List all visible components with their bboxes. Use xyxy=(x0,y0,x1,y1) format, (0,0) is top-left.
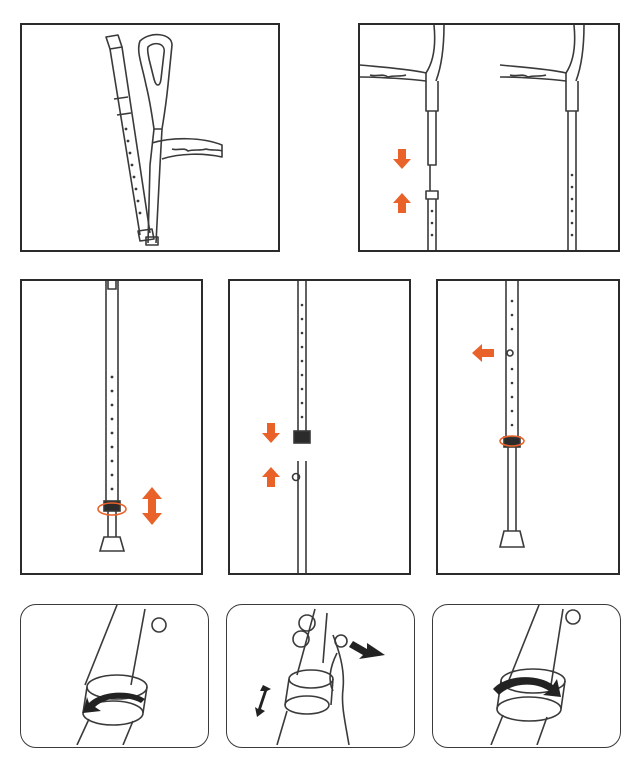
crutch-assembly-icon xyxy=(360,25,585,250)
push-button-icon xyxy=(472,281,526,548)
panel-collar-unlock xyxy=(20,604,209,748)
tube-separate-icon xyxy=(262,281,311,573)
panel-crutch-overview xyxy=(20,23,280,252)
panel-push-button xyxy=(436,279,620,575)
crutch-height-adjust-icon xyxy=(97,281,162,552)
panel-crutch-assembly xyxy=(358,23,620,252)
up-down-arrow xyxy=(142,487,162,525)
panel-collar-lock xyxy=(432,604,621,748)
press-button-icon xyxy=(255,608,385,745)
forearm-crutch-icon xyxy=(105,33,223,246)
orange-arrows xyxy=(393,149,411,213)
panel-press-button xyxy=(226,604,415,748)
dark-arrows xyxy=(255,641,385,717)
rotate-arrow xyxy=(83,692,145,713)
orange-arrows xyxy=(262,423,280,487)
collar-unlock-icon xyxy=(76,605,167,745)
panel-height-adjust xyxy=(20,279,203,575)
panel-tube-separate xyxy=(228,279,411,575)
collar-lock-icon xyxy=(490,605,581,745)
left-arrow xyxy=(472,344,494,362)
rotate-arrow xyxy=(493,677,561,697)
